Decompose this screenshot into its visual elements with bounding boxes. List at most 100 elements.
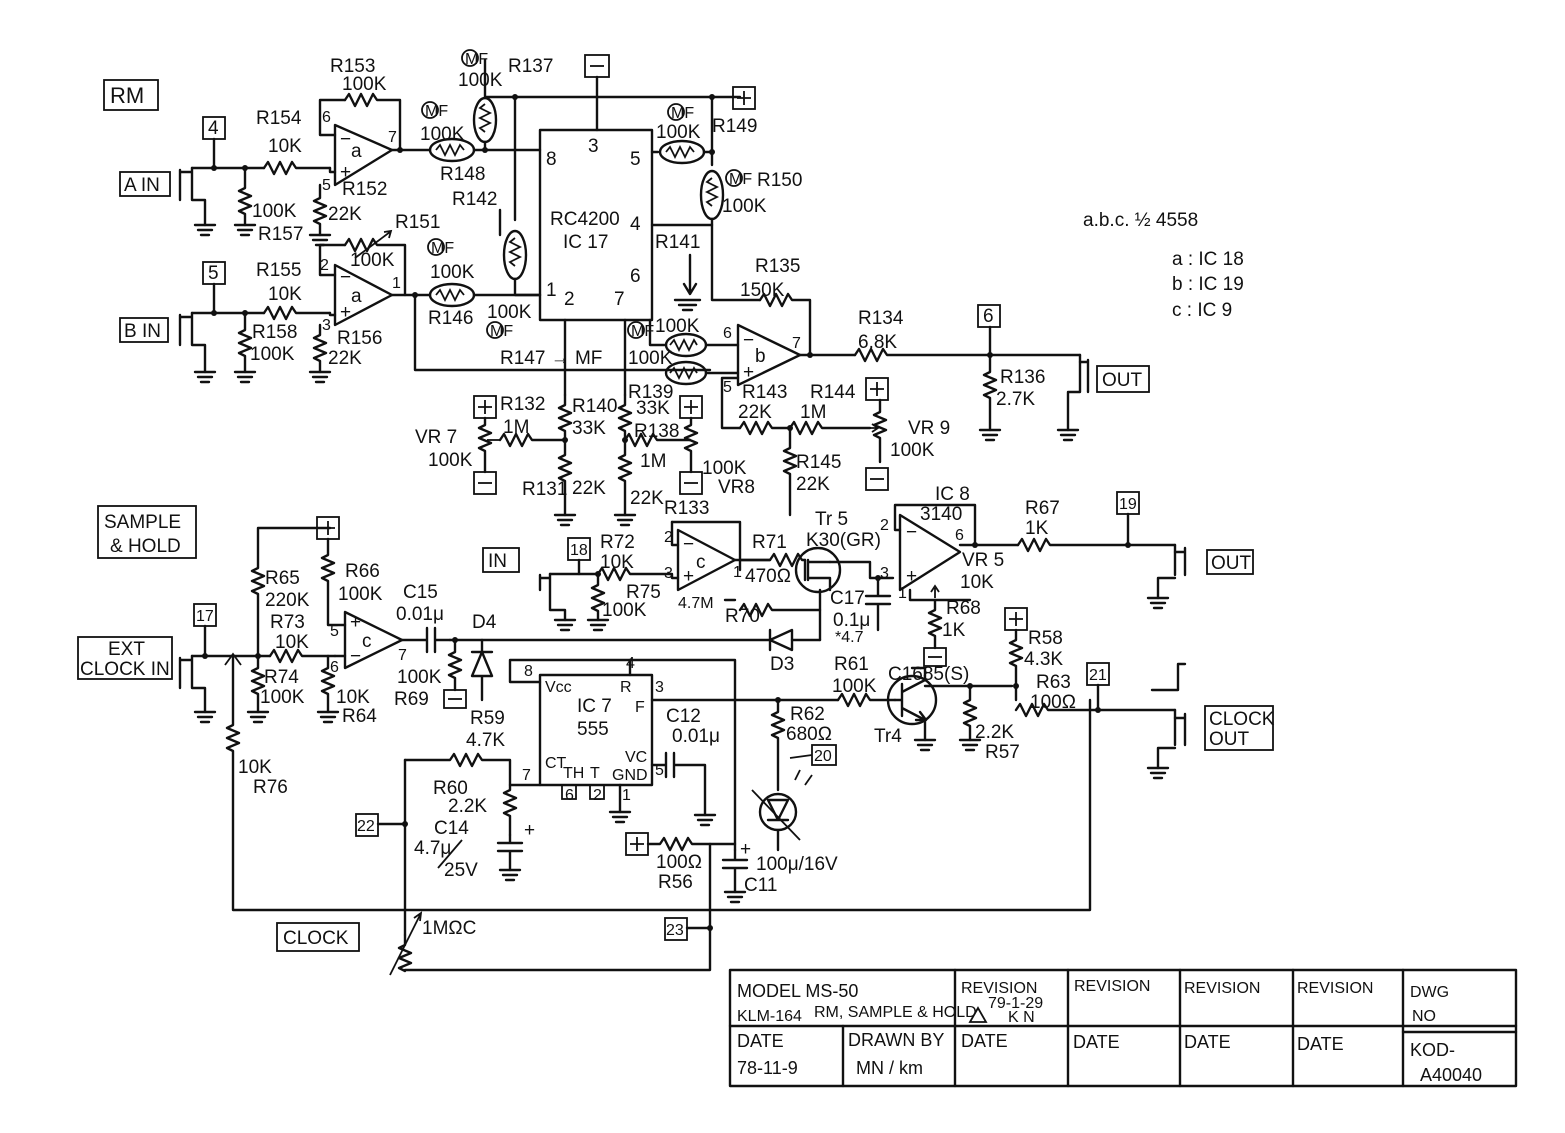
svg-text:19: 19: [1119, 496, 1137, 513]
svg-text:79-1-29: 79-1-29: [988, 995, 1043, 1012]
svg-text:MF: MF: [729, 171, 752, 188]
svg-text:1M: 1M: [640, 451, 666, 472]
clock-section: CLOCK IC 7 555 Vcc R F CT TH T VC GND 8 …: [276, 607, 1275, 976]
model: MODEL MS-50: [737, 981, 858, 1001]
svg-text:b : IC 19: b : IC 19: [1172, 274, 1244, 295]
svg-text:D3: D3: [770, 654, 794, 675]
svg-text:2.2K: 2.2K: [975, 722, 1014, 743]
svg-text:IC 8: IC 8: [935, 484, 970, 505]
svg-text:4.3K: 4.3K: [1024, 649, 1063, 670]
svg-text:CLOCK: CLOCK: [283, 928, 349, 949]
svg-text:−: −: [683, 534, 694, 555]
svg-text:DATE: DATE: [737, 1031, 784, 1051]
svg-text:C12: C12: [666, 706, 701, 727]
svg-text:7: 7: [792, 335, 801, 352]
svg-text:R149: R149: [712, 116, 757, 137]
svg-text:+: +: [350, 612, 361, 633]
svg-text:A IN: A IN: [124, 175, 160, 196]
svg-text:R151: R151: [395, 212, 440, 233]
svg-text:RC4200: RC4200: [550, 209, 620, 230]
svg-text:R155: R155: [256, 260, 301, 281]
opamp-c-clock: [343, 610, 404, 670]
opamp-b: [736, 323, 802, 387]
svg-text:6: 6: [565, 787, 574, 804]
opamp-a-top: [333, 123, 394, 187]
svg-text:21: 21: [1089, 667, 1107, 684]
svg-text:5: 5: [322, 177, 331, 194]
svg-text:1: 1: [546, 280, 557, 301]
svg-text:100K: 100K: [628, 348, 673, 369]
svg-text:100Ω: 100Ω: [656, 852, 702, 873]
svg-text:2: 2: [593, 787, 602, 804]
svg-text:R61: R61: [834, 654, 869, 675]
svg-text:−: −: [350, 646, 361, 667]
svg-text:MF: MF: [490, 323, 513, 340]
svg-text:6: 6: [322, 109, 331, 126]
svg-text:OUT: OUT: [1211, 553, 1252, 574]
svg-text:−: −: [743, 330, 754, 351]
svg-text:4.7M: 4.7M: [678, 595, 714, 612]
svg-text:R131: R131: [522, 479, 567, 500]
svg-text:R68: R68: [946, 598, 981, 619]
svg-text:CT: CT: [545, 755, 567, 772]
svg-text:R146: R146: [428, 308, 473, 329]
svg-text:R70: R70: [725, 606, 760, 627]
svg-text:2: 2: [880, 517, 889, 534]
svg-text:K30(GR): K30(GR): [806, 530, 881, 551]
svg-text:R73: R73: [270, 612, 305, 633]
svg-text:MF: MF: [671, 105, 694, 122]
svg-text:*4.7: *4.7: [835, 629, 864, 646]
svg-text:3: 3: [322, 317, 331, 334]
svg-text:R58: R58: [1028, 628, 1063, 649]
svg-text:R147 → MF: R147 → MF: [500, 348, 602, 369]
svg-text:VR 7: VR 7: [415, 427, 457, 448]
svg-text:−: −: [340, 267, 351, 288]
svg-text:100K: 100K: [397, 667, 442, 688]
svg-text:4: 4: [208, 118, 219, 139]
terminal-4: 4: [202, 116, 226, 170]
svg-text:100K: 100K: [430, 262, 475, 283]
svg-text:VR 5: VR 5: [962, 550, 1004, 571]
svg-text:C15: C15: [403, 582, 438, 603]
rm-label: RM: [110, 83, 144, 108]
svg-text:VC: VC: [625, 749, 647, 766]
svg-text:10K: 10K: [268, 136, 302, 157]
svg-text:100K: 100K: [702, 458, 747, 479]
title-block: MODEL MS-50 KLM-164 RM, SAMPLE & HOLD RE…: [728, 968, 1518, 1088]
svg-text:CLOCK: CLOCK: [1209, 709, 1275, 730]
svg-text:18: 18: [570, 542, 588, 559]
svg-text:R133: R133: [664, 498, 709, 519]
svg-text:0.01μ: 0.01μ: [396, 604, 444, 625]
svg-text:6.8K: 6.8K: [858, 332, 897, 353]
svg-text:R144: R144: [810, 382, 856, 403]
svg-text:C17: C17: [830, 588, 865, 609]
svg-text:3: 3: [588, 136, 599, 157]
svg-text:100K: 100K: [338, 584, 383, 605]
svg-text:470Ω: 470Ω: [745, 566, 791, 587]
svg-text:6: 6: [330, 659, 339, 676]
svg-text:R136: R136: [1000, 367, 1045, 388]
svg-text:MF: MF: [425, 103, 448, 120]
svg-text:R60: R60: [433, 778, 468, 799]
svg-text:5: 5: [208, 263, 219, 284]
svg-text:100K: 100K: [890, 440, 935, 461]
svg-text:3: 3: [655, 679, 664, 696]
drawing: KLM-164: [737, 1008, 802, 1025]
svg-text:6: 6: [723, 325, 732, 342]
svg-text:−: −: [340, 129, 351, 150]
svg-text:220K: 220K: [265, 590, 310, 611]
svg-text:GND: GND: [612, 767, 648, 784]
svg-text:R59: R59: [470, 708, 505, 729]
svg-text:OUT: OUT: [1209, 729, 1250, 750]
svg-text:1: 1: [733, 564, 742, 581]
svg-text:a : IC 18: a : IC 18: [1172, 249, 1244, 270]
svg-text:OUT: OUT: [1102, 370, 1143, 391]
svg-text:& HOLD: & HOLD: [110, 536, 181, 557]
tr5-jfet: [794, 546, 842, 594]
svg-text:DATE: DATE: [961, 1031, 1008, 1051]
svg-text:c: c: [696, 552, 706, 573]
svg-text:8: 8: [524, 663, 533, 680]
svg-text:R158: R158: [252, 322, 297, 343]
svg-text:R156: R156: [337, 328, 382, 349]
svg-text:+: +: [740, 839, 751, 860]
